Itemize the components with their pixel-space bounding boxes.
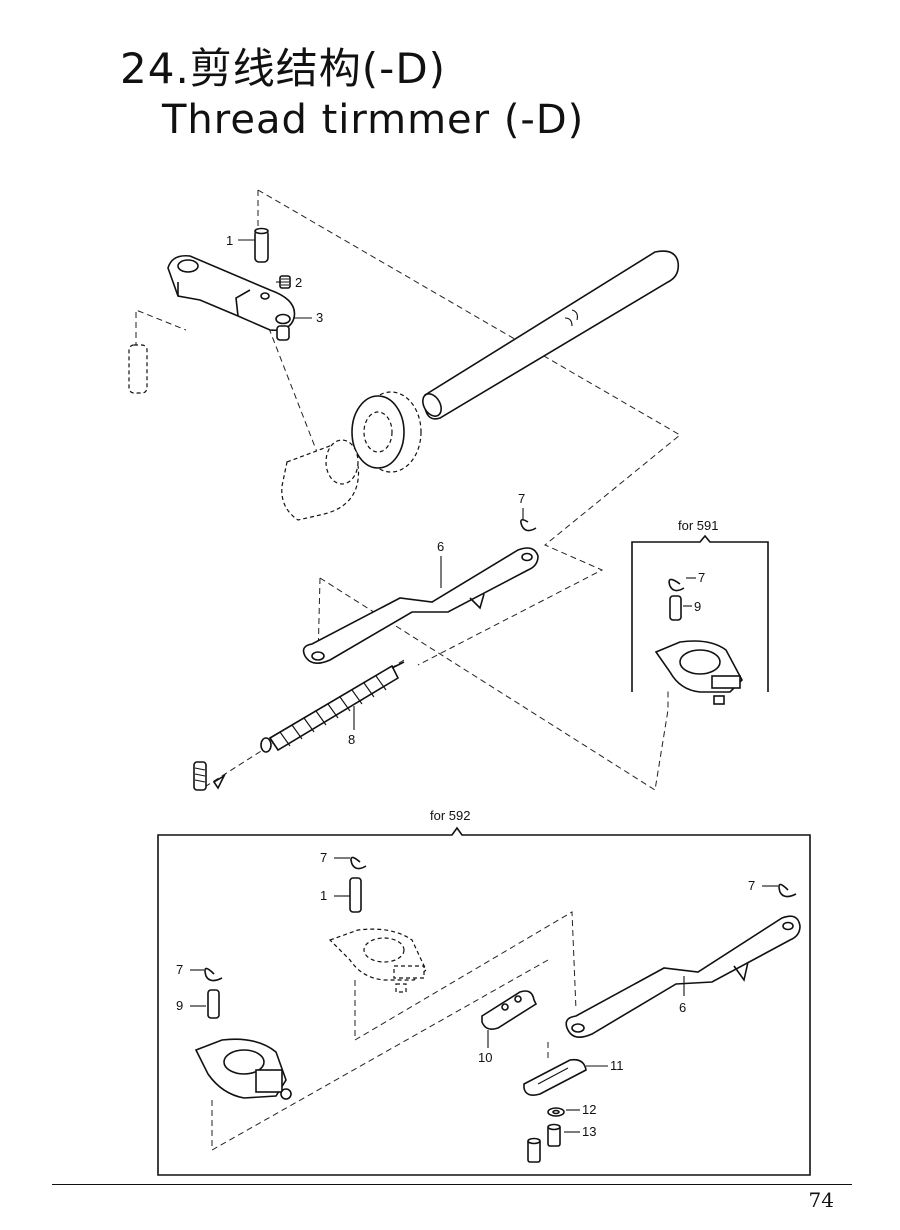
gear-ring bbox=[351, 391, 422, 473]
callout-1: 1 bbox=[226, 233, 233, 248]
callout-8: 8 bbox=[348, 732, 355, 747]
footer-rule bbox=[52, 1184, 852, 1185]
inset-592-callout-7a: 7 bbox=[320, 850, 327, 865]
page-number: 74 bbox=[808, 1188, 834, 1212]
part-3-crank-lever bbox=[167, 254, 296, 341]
inset-592: for 592 7 1 7 9 7 bbox=[157, 808, 811, 1176]
inset-591-label: for 591 bbox=[678, 518, 718, 533]
inset-592-callout-10: 10 bbox=[478, 1050, 492, 1065]
part-7-e-ring bbox=[520, 518, 537, 532]
inset-592-callout-9: 9 bbox=[176, 998, 183, 1013]
callout-7: 7 bbox=[518, 491, 525, 506]
inset-592-label: for 592 bbox=[430, 808, 470, 823]
inset-592-callout-7c: 7 bbox=[748, 878, 755, 893]
inset-592-callout-6: 6 bbox=[679, 1000, 686, 1015]
callout-2: 2 bbox=[295, 275, 302, 290]
title-chinese: 24.剪线结构(-D) bbox=[120, 44, 447, 93]
title-english: Thread tirmmer (-D) bbox=[162, 97, 585, 143]
part-dashed-pin bbox=[128, 344, 148, 394]
callout-6: 6 bbox=[437, 539, 444, 554]
spring-stud bbox=[193, 761, 226, 791]
part-1-pin bbox=[254, 227, 269, 263]
inset-592-callout-13: 13 bbox=[582, 1124, 596, 1139]
part-6-link-arm bbox=[302, 547, 539, 664]
inset-592-callout-1: 1 bbox=[320, 888, 327, 903]
inset-591: for 591 7 9 bbox=[631, 518, 769, 705]
inset-591-callout-7: 7 bbox=[698, 570, 705, 585]
main-assembly: 1 2 3 6 7 8 bbox=[128, 189, 681, 791]
part-8-spring bbox=[260, 661, 405, 753]
inset-592-callout-7b: 7 bbox=[176, 962, 183, 977]
shaft bbox=[422, 250, 680, 420]
part-2-set-screw bbox=[279, 275, 291, 289]
dashed-cylinder bbox=[281, 439, 360, 521]
inset-592-callout-11: 11 bbox=[610, 1058, 624, 1073]
inset-592-callout-12: 12 bbox=[582, 1102, 596, 1117]
callout-3: 3 bbox=[316, 310, 323, 325]
inset-591-callout-9: 9 bbox=[694, 599, 701, 614]
